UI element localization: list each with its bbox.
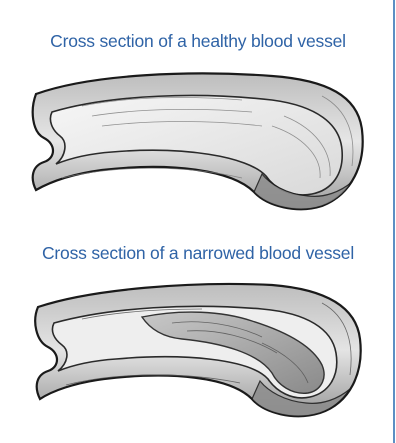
narrowed-vessel-illustration: [22, 273, 374, 423]
caption-narrowed-vessel: Cross section of a narrowed blood vessel: [0, 243, 396, 264]
frame-right-border: [393, 0, 395, 443]
caption-healthy-vessel: Cross section of a healthy blood vessel: [0, 31, 396, 52]
healthy-vessel-illustration: [22, 66, 374, 216]
